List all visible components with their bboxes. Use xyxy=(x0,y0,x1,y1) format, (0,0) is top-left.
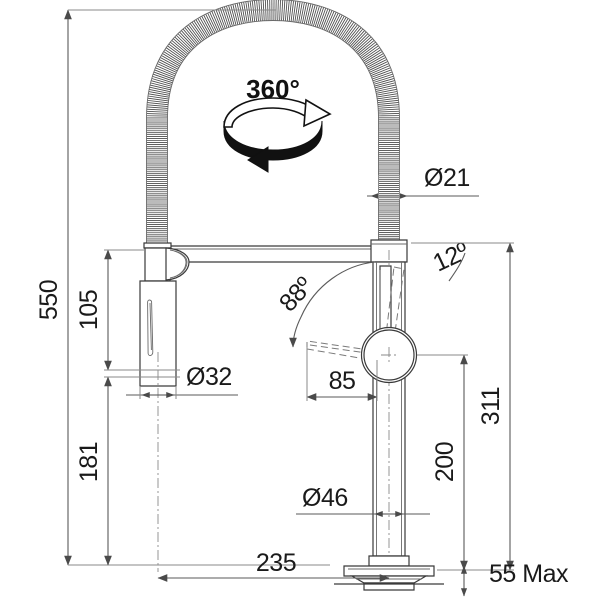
dim-reach-projection: 235 xyxy=(157,549,390,582)
dim-label-200: 200 xyxy=(431,442,459,482)
spray-head-assembly xyxy=(139,242,190,572)
dim-total-height: 550 xyxy=(35,9,330,566)
rotation-symbol: 360° xyxy=(223,74,332,173)
rotation-arrow-light xyxy=(303,98,332,128)
lever-handle-tilted xyxy=(384,266,405,347)
dim-body-height: 311 xyxy=(411,242,514,571)
handle-pivot-inner xyxy=(363,329,415,381)
dim-spout-diameter: Ø21 xyxy=(367,164,479,200)
main-column-assembly xyxy=(306,239,444,591)
dim-label-d46: Ø46 xyxy=(302,484,348,512)
dim-label-235: 235 xyxy=(256,549,296,577)
dim-spray-head-diameter: Ø32 xyxy=(126,363,238,399)
dim-label-85: 85 xyxy=(329,367,356,395)
rotation-arrow-dark xyxy=(247,146,269,173)
rotation-loop-dark xyxy=(223,120,323,161)
dim-label-550: 550 xyxy=(35,280,63,320)
dim-column-diameter: Ø46 xyxy=(296,484,430,518)
dim-spray-head-height: 105 xyxy=(75,249,180,371)
dim-label-d21: Ø21 xyxy=(424,164,470,192)
dim-worktop-thickness: 55 Max xyxy=(460,560,569,597)
support-bar xyxy=(167,245,373,263)
dim-label-55max: 55 Max xyxy=(489,560,569,588)
dim-spray-head-clearance: 181 xyxy=(75,376,180,566)
dim-label-105: 105 xyxy=(75,290,103,330)
tap-geometry xyxy=(139,0,444,591)
dim-label-181: 181 xyxy=(75,442,103,482)
dim-handle-reach: 85 xyxy=(306,347,378,401)
dim-label-d32: Ø32 xyxy=(186,363,232,391)
dim-label-311: 311 xyxy=(477,387,505,425)
